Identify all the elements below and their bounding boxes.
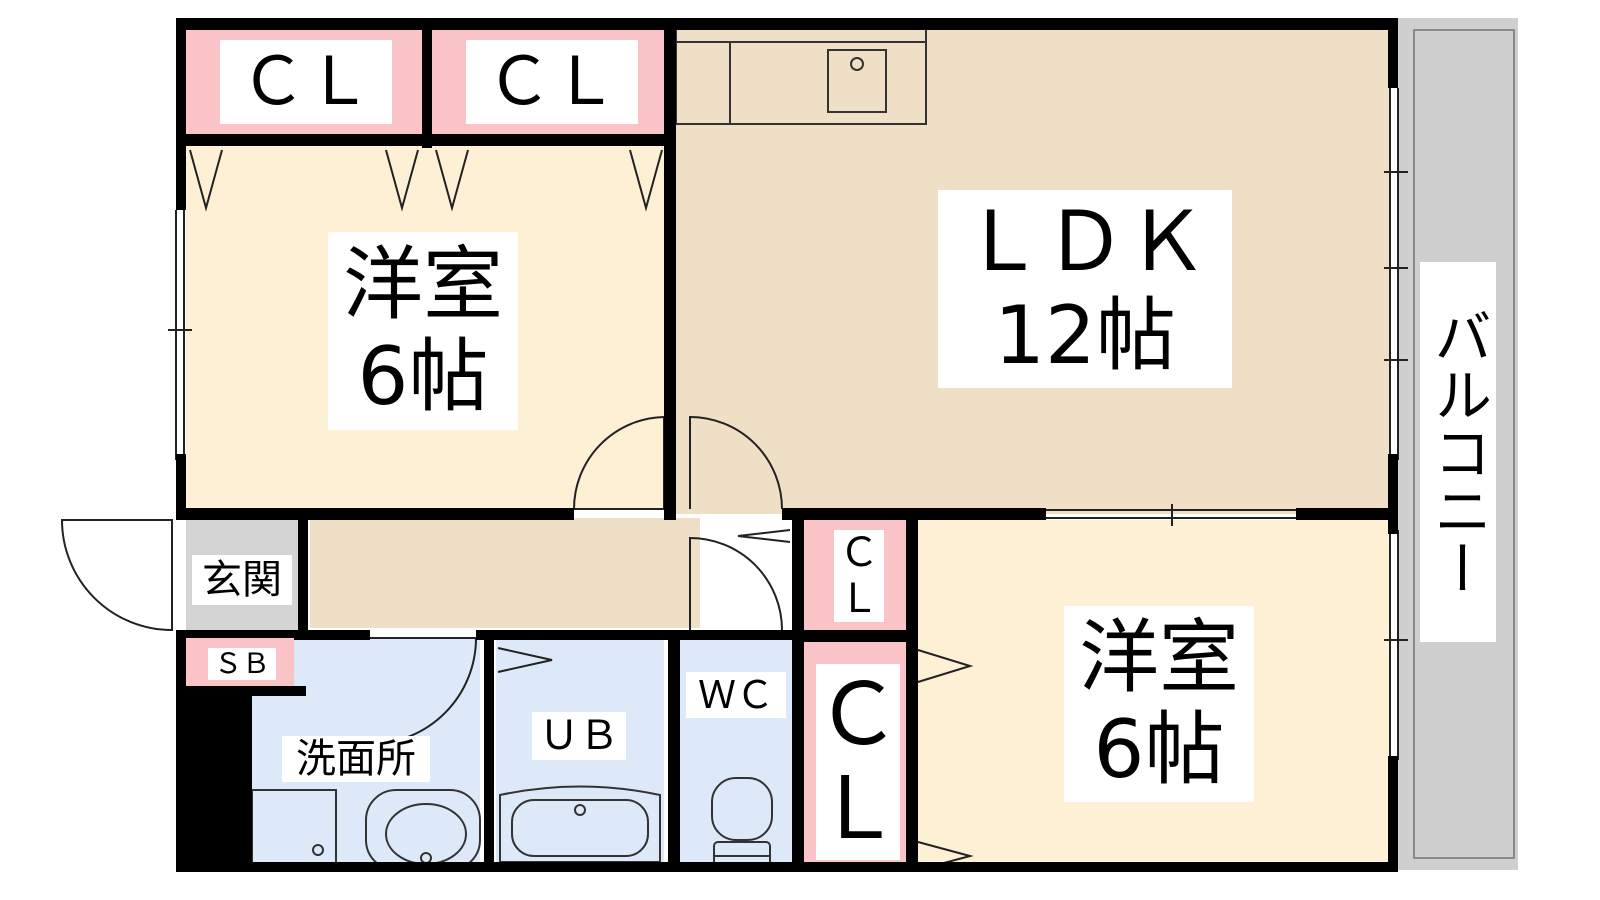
closet-large-label: Ｃ Ｌ bbox=[815, 664, 901, 860]
toilet-label: ＷＣ bbox=[686, 672, 786, 718]
bath-label: ＵＢ bbox=[532, 712, 626, 760]
toilet-bowl bbox=[711, 777, 773, 841]
bathtub bbox=[499, 785, 661, 863]
shoe-box-label: ＳＢ bbox=[208, 648, 276, 680]
balcony-inner bbox=[1413, 29, 1515, 859]
entrance-label: 玄関 bbox=[192, 555, 292, 605]
windows bbox=[168, 88, 1408, 760]
closet-large-l: Ｌ bbox=[815, 759, 901, 859]
western-room-left-label: 洋室 6帖 bbox=[328, 232, 518, 430]
hallway-floor bbox=[310, 518, 700, 628]
closet-top-left-label: ＣＬ bbox=[220, 40, 392, 124]
western-room-left-size: 6帖 bbox=[357, 330, 489, 423]
closet-large-c: Ｃ bbox=[815, 665, 901, 765]
closet-small-c: Ｃ bbox=[839, 530, 879, 576]
western-room-right-name: 洋室 bbox=[1079, 611, 1239, 704]
closet-top-mid-label: ＣＬ bbox=[466, 40, 638, 124]
washroom-label: 洗面所 bbox=[282, 736, 430, 782]
western-room-left-name: 洋室 bbox=[343, 238, 503, 331]
closet-small-label: Ｃ Ｌ bbox=[834, 530, 884, 622]
balcony-label: バルコニー bbox=[1420, 262, 1496, 642]
closet-small-l: Ｌ bbox=[839, 576, 879, 622]
sink-drain bbox=[850, 57, 864, 71]
kitchen-sink bbox=[827, 49, 887, 113]
ldk-name: ＬＤＫ bbox=[961, 195, 1208, 290]
ldk-label: ＬＤＫ 12帖 bbox=[938, 190, 1232, 388]
walls bbox=[176, 18, 1398, 872]
western-room-right-label: 洋室 6帖 bbox=[1064, 606, 1254, 802]
western-room-right-size: 6帖 bbox=[1093, 703, 1225, 796]
ldk-size: 12帖 bbox=[994, 289, 1176, 382]
kitchen-counter bbox=[675, 27, 927, 125]
